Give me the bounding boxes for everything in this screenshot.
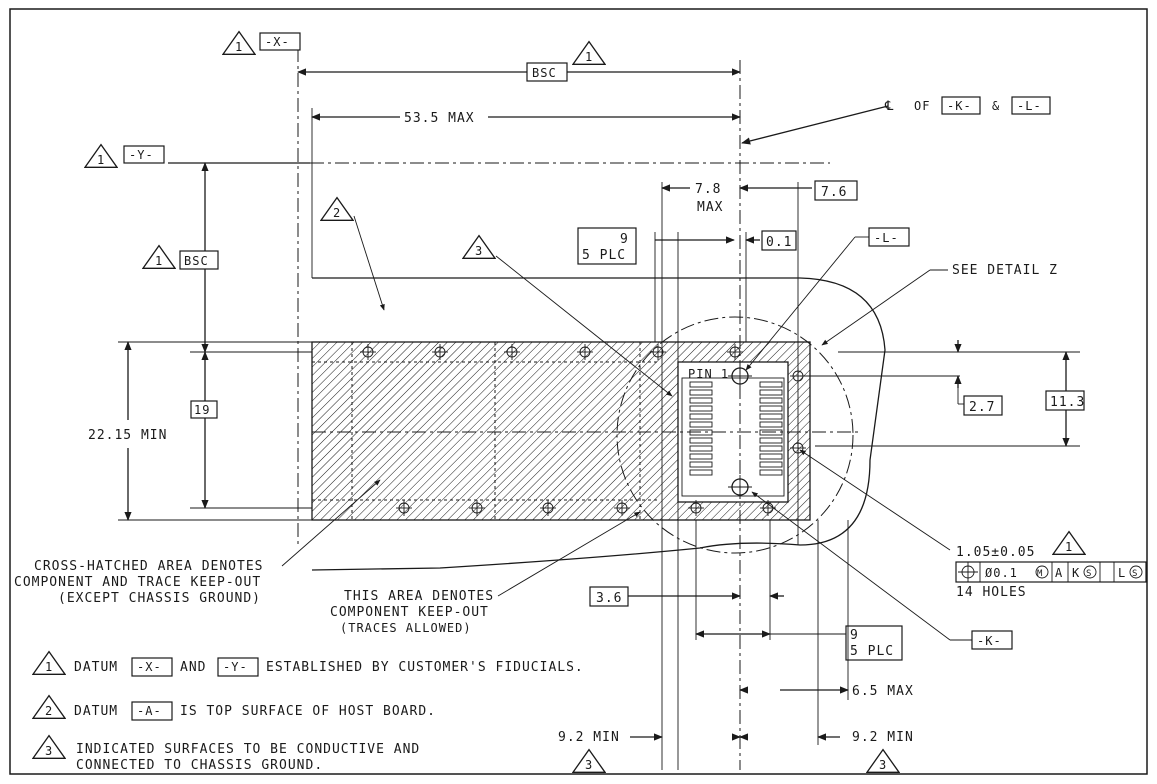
dim-max-label: MAX [697,200,723,215]
legend-3-line-2: CONNECTED TO CHASSIS GROUND. [76,758,323,773]
holes-count: 14 HOLES [956,585,1027,600]
flag-3-mid: 3 [475,244,483,258]
legend-2-text: IS TOP SURFACE OF HOST BOARD. [180,704,436,719]
legend-1-and: AND [180,660,206,675]
dim-53-5-max: 53.5 MAX [404,111,475,126]
rfs-modifier-icon [1083,565,1097,579]
dim-9-2-min-right: 9.2 MIN [852,730,914,745]
crosshatch-note-1: CROSS-HATCHED AREA DENOTES [34,559,264,574]
connector-pins-right [759,381,783,476]
drawing-border [9,8,1148,775]
datum-y-label: -Y- [129,148,154,162]
svg-text:S: S [1086,569,1091,579]
dim-9-top: 9 [620,232,629,247]
crosshatch-note-3: (EXCEPT CHASSIS GROUND) [58,591,261,606]
fcf-datum-l: L [1118,566,1126,580]
bsc-top-label: BSC [532,66,557,80]
dim-7-8: 7.8 [695,182,721,197]
datum-l-callout: -L- [874,231,899,245]
connector-body [681,377,785,497]
legend-flag-2: 2 [45,704,53,718]
svg-text:M: M [1037,569,1043,579]
centerline-symbol: ℄ [884,99,894,114]
mmc-modifier-icon [1035,565,1049,579]
see-detail-z: SEE DETAIL Z [952,263,1058,278]
crosshatch-note-2: COMPONENT AND TRACE KEEP-OUT [14,575,261,590]
cl-and: & [992,99,1000,113]
dim-9-bottom: 9 [850,628,859,643]
fcf-datum-k: K [1072,566,1080,580]
flag-1-bsc-v: 1 [155,254,163,268]
dim-22-15-min: 22.15 MIN [88,428,167,443]
legend-flag-3: 3 [45,744,53,758]
svg-text:S: S [1132,569,1137,579]
datum-x-label: -X- [265,35,290,49]
legend-1-y: -Y- [223,660,248,674]
flag-1-bsc: 1 [585,50,593,64]
dim-7-6: 7.6 [821,185,847,200]
legend-2-datum: DATUM [74,704,118,719]
bsc-vertical-label: BSC [184,254,209,268]
dim-9-2-min-left: 9.2 MIN [558,730,620,745]
keepout-note-1: THIS AREA DENOTES [344,589,494,604]
board-outline [311,277,886,571]
dim-6-5-max: 6.5 MAX [852,684,914,699]
connector-pins-left [689,381,713,476]
flag-1-hole: 1 [1065,540,1073,554]
flag-2-top: 2 [333,206,341,220]
fcf-tolerance: Ø0.1 [985,566,1018,580]
cl-datum-l: -L- [1017,99,1042,113]
dim-3-6: 3.6 [596,591,622,606]
hole-spec: 1.05±0.05 [956,545,1035,560]
keepout-note-3: (TRACES ALLOWED) [340,621,472,635]
plc-5-bottom: 5 PLC [850,644,894,659]
dim-19: 19 [194,403,210,417]
cl-datum-k: -K- [947,99,972,113]
keepout-note-2: COMPONENT KEEP-OUT [330,605,489,620]
dim-0-1: 0.1 [766,235,792,250]
flag-3-bottom-right: 3 [879,758,887,772]
cl-of-label: OF [914,99,930,113]
flag-1-x: 1 [235,40,243,54]
fcf-datum-a: A [1055,566,1063,580]
legend-flag-1: 1 [45,660,53,674]
legend-1-text: ESTABLISHED BY CUSTOMER'S FIDUCIALS. [266,660,584,675]
flag-1-y: 1 [97,153,105,167]
datum-k-callout: -K- [977,634,1002,648]
flag-3-bottom-left: 3 [585,758,593,772]
legend-1-datum: DATUM [74,660,118,675]
feature-control-frame: Ø0.1 M A K S L S [955,561,1147,583]
dim-2-7: 2.7 [969,400,995,415]
legend-1-x: -X- [137,660,162,674]
detail-z-circle [616,316,854,554]
pin1-label: PIN 1 [688,367,729,381]
rfs-modifier-icon-2 [1129,565,1143,579]
legend-3-line-1: INDICATED SURFACES TO BE CONDUCTIVE AND [76,742,420,757]
plc-5-top: 5 PLC [582,248,626,263]
legend-2-a: -A- [137,704,162,718]
dim-11-3: 11.3 [1050,395,1085,410]
